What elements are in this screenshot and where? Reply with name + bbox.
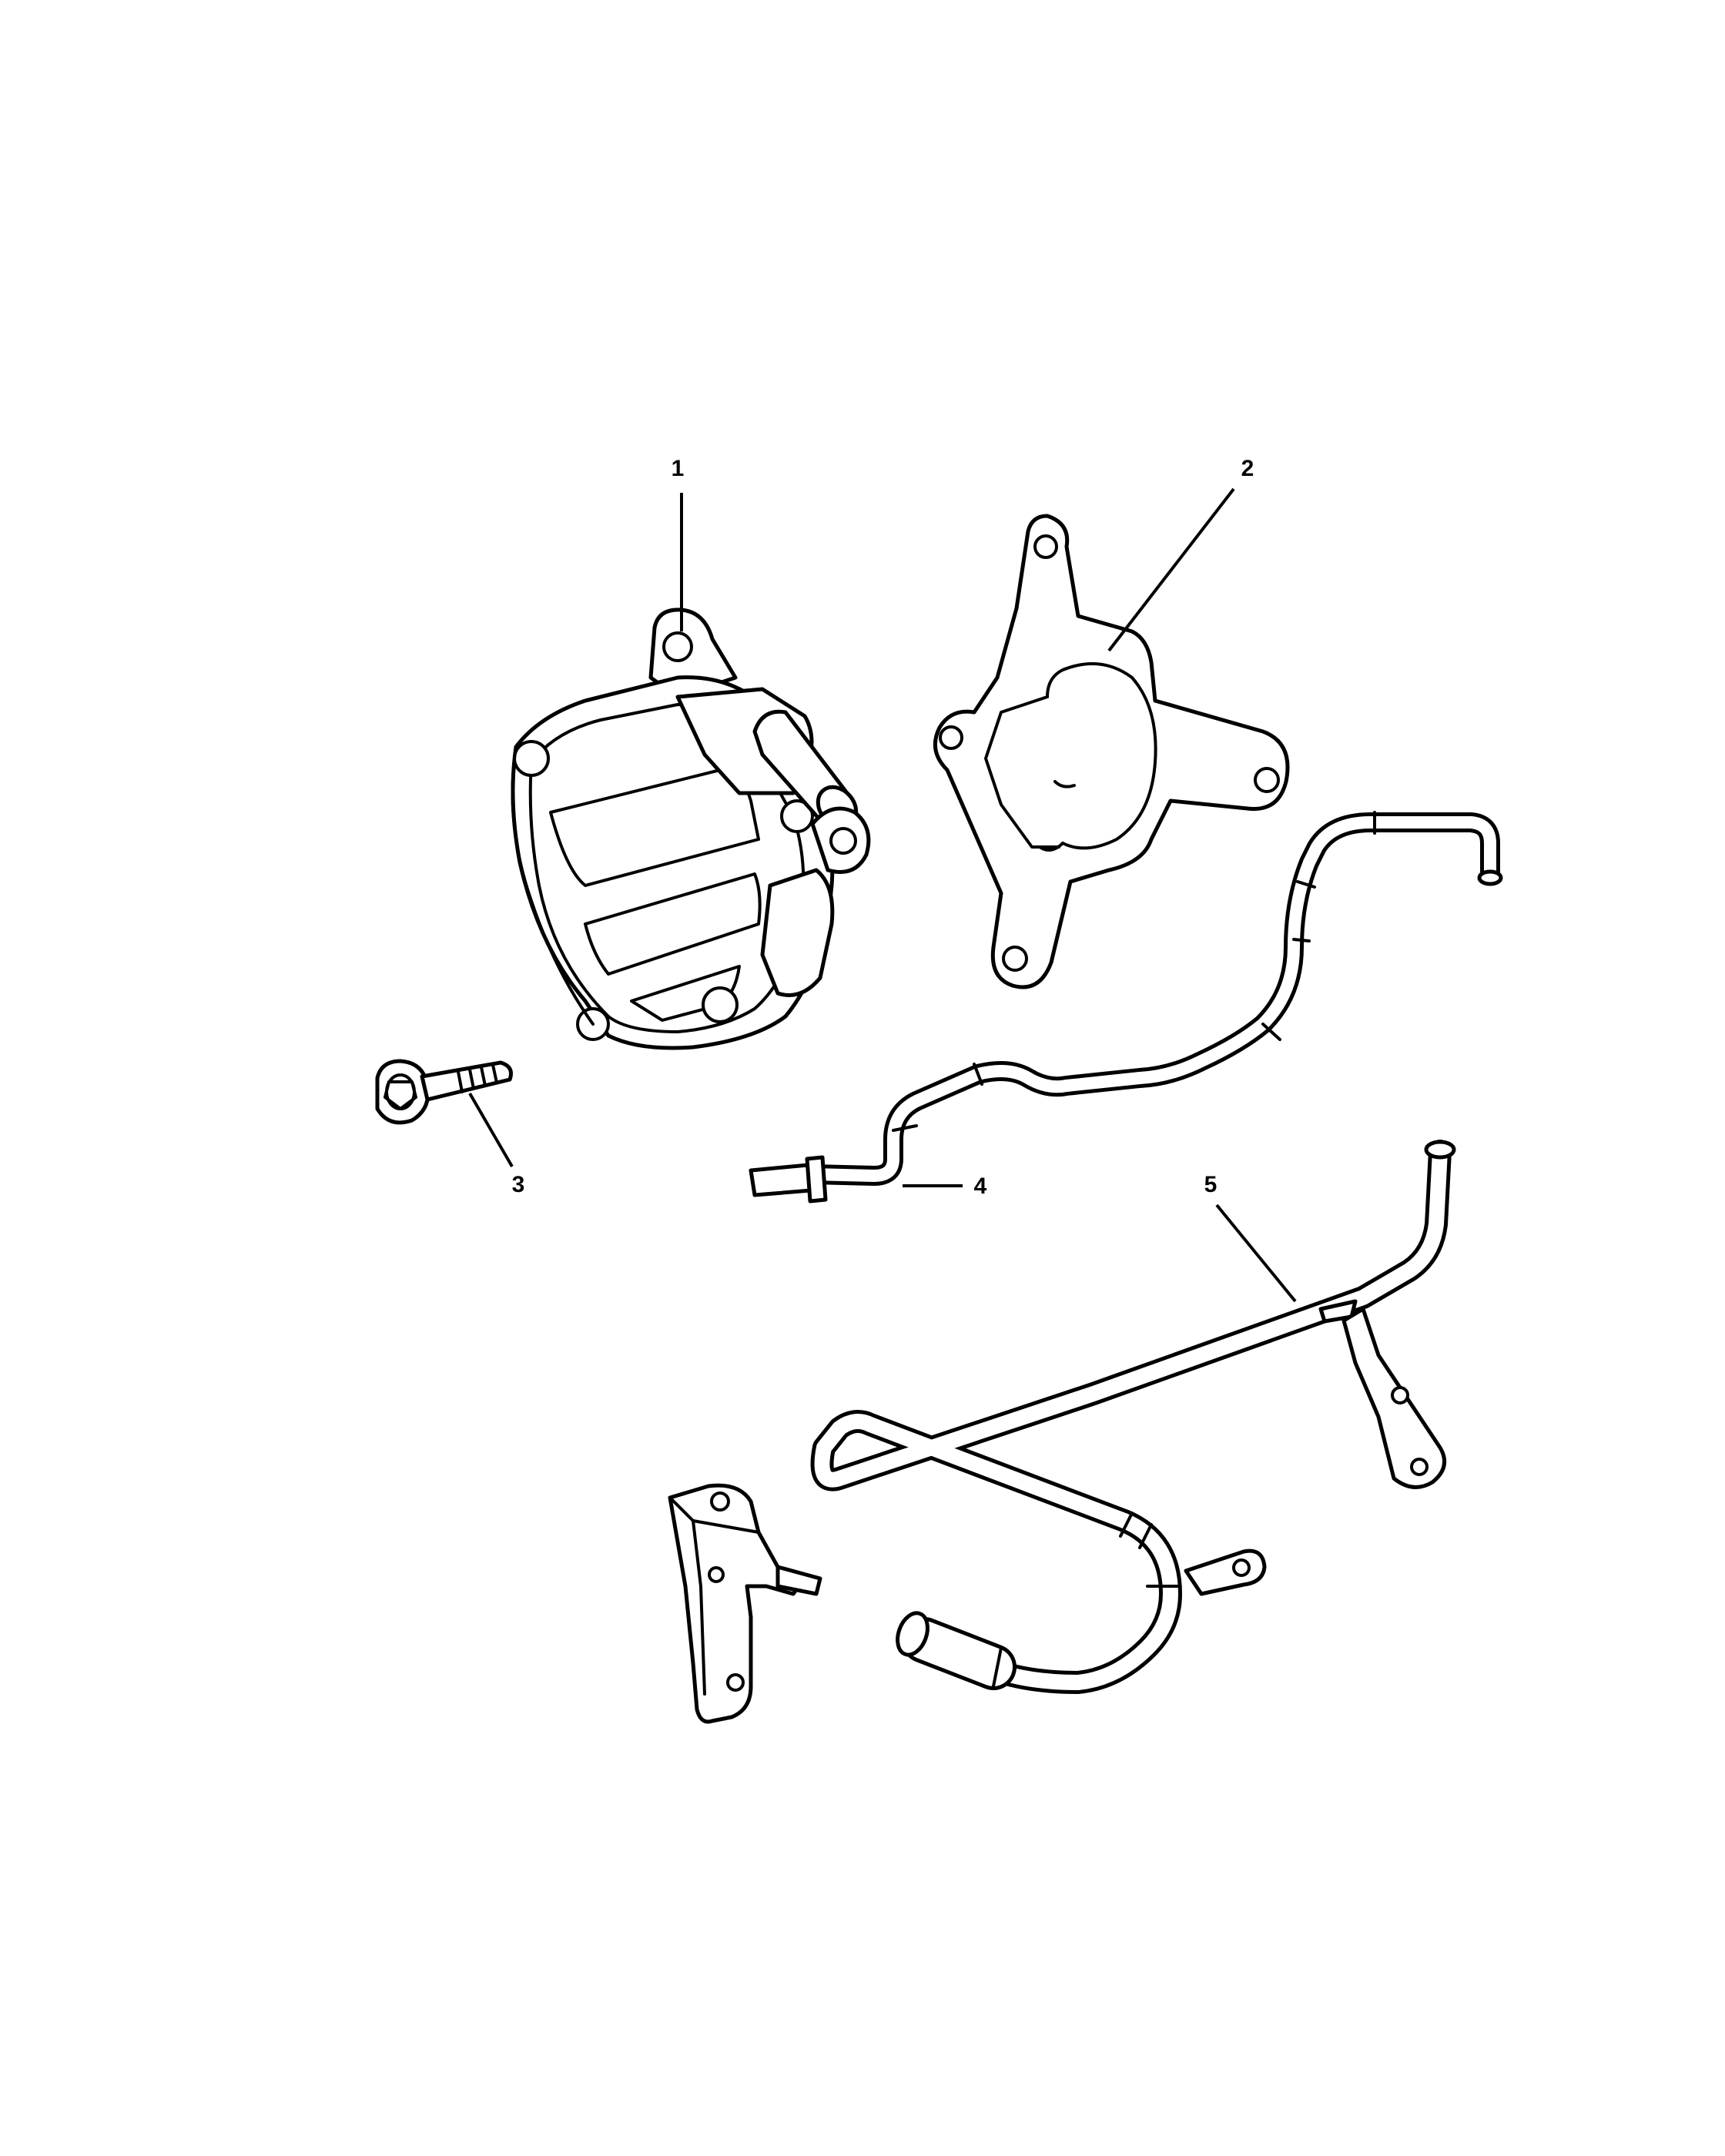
svg-text:2: 2 (1241, 456, 1254, 481)
svg-text:5: 5 (1204, 1172, 1218, 1197)
vacuum-hose[interactable] (749, 811, 1503, 1204)
gasket[interactable] (933, 514, 1290, 989)
vacuum-pump[interactable] (511, 608, 871, 1050)
svg-text:1: 1 (672, 456, 685, 481)
bolt[interactable] (375, 1059, 513, 1125)
callout-5: 5 (1204, 1172, 1297, 1303)
svg-text:4: 4 (974, 1173, 987, 1199)
callout-1: 1 (672, 456, 685, 631)
svg-text:3: 3 (512, 1172, 525, 1197)
callout-2: 2 (1107, 456, 1254, 652)
vacuum-tube-assembly[interactable] (668, 1140, 1456, 1724)
callout-4: 4 (903, 1173, 987, 1199)
callout-3: 3 (468, 1092, 525, 1197)
